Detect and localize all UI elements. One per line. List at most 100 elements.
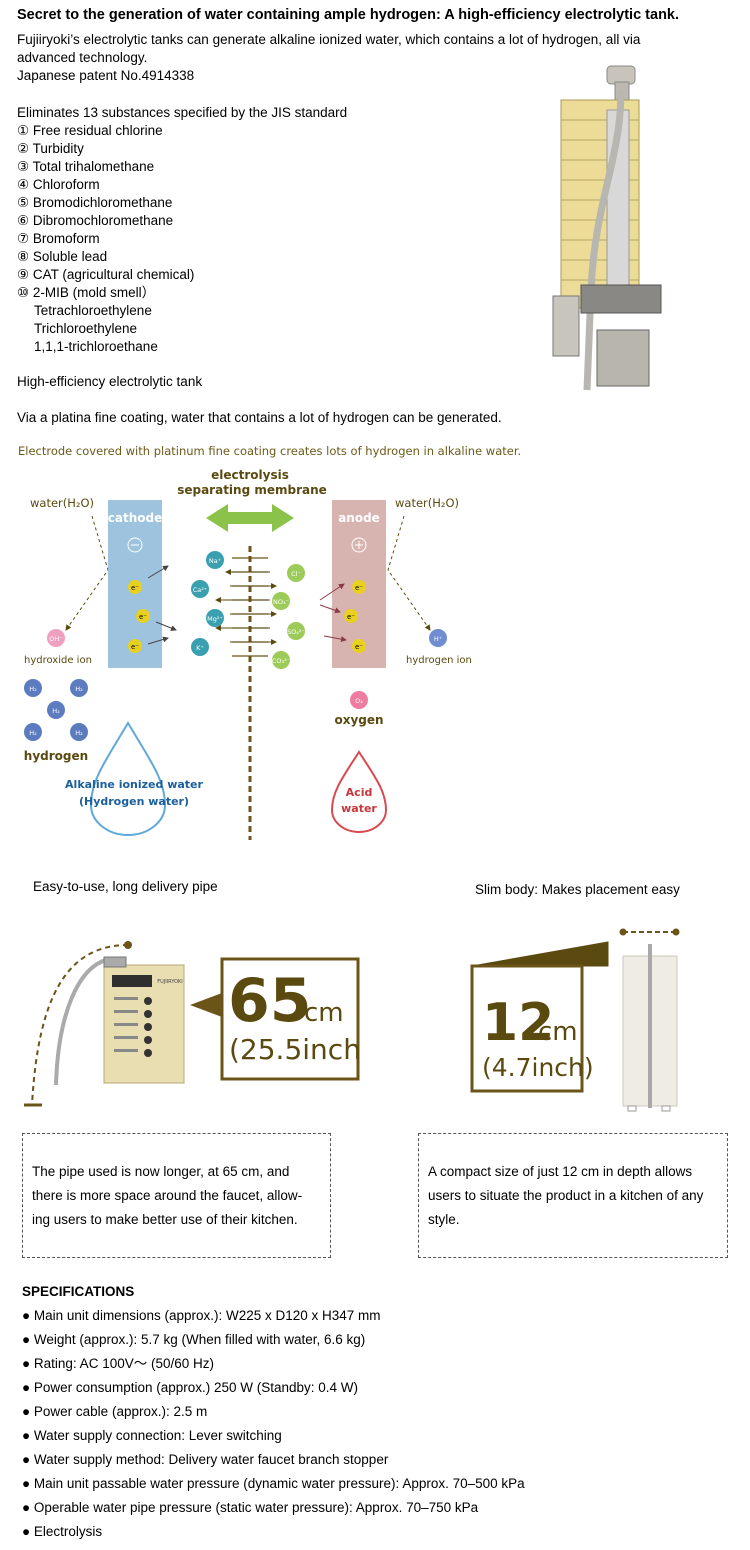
list-item: ⑨ CAT (agricultural chemical)	[17, 267, 195, 282]
list-item: ⑥ Dibromochloromethane	[17, 213, 174, 228]
water-label: water(H₂O)	[395, 496, 459, 510]
depth-callout	[470, 964, 584, 1093]
intro-line: advanced technology.	[17, 50, 148, 65]
h2-molecule: H₂	[75, 729, 83, 737]
list-sub-item: Tetrachloroethylene	[34, 303, 152, 318]
anion: CO₃²⁻	[272, 657, 290, 665]
alkaline-water-label: (Hydrogen water)	[79, 795, 189, 808]
h2-molecule: H₂	[75, 685, 83, 693]
alkaline-water-drop-icon	[89, 721, 167, 837]
plus-icon	[351, 537, 367, 553]
h2-molecule: H₂	[52, 707, 60, 715]
pipe-caption: Easy-to-use, long delivery pipe	[33, 879, 218, 894]
spec-item: ● Main unit dimensions (approx.): W225 x…	[22, 1308, 381, 1323]
oxygen-symbol: O₂	[355, 697, 363, 705]
membrane-label: electrolysis	[211, 468, 289, 482]
electrolytic-tank-illustration	[552, 65, 662, 391]
electron: e⁻	[139, 613, 147, 621]
acid-water-drop-icon	[330, 750, 388, 834]
spec-item: ● Power cable (approx.): 2.5 m	[22, 1404, 208, 1419]
electron: e⁻	[347, 613, 355, 621]
depth-value: 12	[482, 993, 554, 1053]
membrane-label: separating membrane	[177, 483, 327, 497]
description-line: style.	[428, 1212, 460, 1227]
hydroxide-ion-symbol: OH⁻	[49, 635, 62, 643]
slim-description-box: A compact size of just 12 cm in depth al…	[418, 1133, 728, 1258]
description-line: users to situate the product in a kitche…	[428, 1188, 704, 1203]
spec-item: ● Main unit passable water pressure (dyn…	[22, 1476, 525, 1491]
description-line: The pipe used is now longer, at 65 cm, a…	[32, 1164, 290, 1179]
hydrogen-ion-label: hydrogen ion	[406, 655, 472, 666]
acid-water-label: water	[341, 802, 377, 815]
pipe-length-callout	[220, 957, 360, 1081]
device-brand: FUJIIRYOKI	[157, 979, 183, 985]
electron: e⁻	[131, 643, 139, 651]
hydrogen-ion-symbol: H⁺	[434, 635, 442, 643]
list-sub-item: Trichloroethylene	[34, 321, 138, 336]
pipe-description-box: The pipe used is now longer, at 65 cm, a…	[22, 1133, 331, 1258]
double-arrow-icon	[206, 504, 294, 532]
electrolysis-diagram: electrolysis separating membrane water(H…	[24, 468, 472, 840]
specs-heading: SPECIFICATIONS	[22, 1284, 135, 1299]
specifications: SPECIFICATIONS ● Main unit dimensions (a…	[22, 1280, 525, 1544]
depth-inch: (4.7inch)	[482, 1053, 594, 1082]
h2-molecule: H₂	[29, 685, 37, 693]
anion: Cl⁻	[291, 570, 301, 578]
spec-item: ● Water supply method: Delivery water fa…	[22, 1452, 389, 1467]
tank-text: Via a platina fine coating, water that c…	[17, 410, 502, 425]
pipe-length-inch: (25.5inch)	[229, 1033, 363, 1066]
hydroxide-ion-label: hydroxide ion	[24, 655, 92, 666]
list-sub-item: 1,1,1-trichloroethane	[34, 339, 158, 354]
intro-line: Fujiiryoki’s electrolytic tanks can gene…	[17, 32, 641, 47]
spec-item: ● Electrolysis	[22, 1524, 103, 1539]
alkaline-water-label: Alkaline ionized water	[65, 778, 203, 791]
anode-label: anode	[338, 511, 380, 525]
hydrogen-label: hydrogen	[24, 749, 88, 763]
tank-heading: High-efficiency electrolytic tank	[17, 374, 203, 389]
anion: NO₃⁻	[273, 598, 289, 606]
diagram-caption: Electrode covered with platinum fine coa…	[18, 444, 522, 458]
spec-item: ● Operable water pipe pressure (static w…	[22, 1500, 479, 1515]
list-item: ② Turbidity	[17, 141, 84, 156]
list-item: ⑩ 2-MIB (mold smell）	[17, 285, 156, 300]
list-item: ⑦ Bromoform	[17, 231, 100, 246]
hydroxide-ion-icon	[47, 629, 65, 647]
substances-heading: Eliminates 13 substances specified by th…	[17, 105, 348, 120]
description-line: ing users to make better use of their ki…	[32, 1212, 298, 1227]
h2-molecule: H₂	[29, 729, 37, 737]
cation: Mg²⁺	[207, 615, 223, 623]
oxygen-icon	[350, 691, 368, 709]
list-item: ⑧ Soluble lead	[17, 249, 108, 264]
acid-water-label: Acid	[346, 786, 373, 799]
cathode-label: cathode	[108, 511, 162, 525]
spec-item: ● Rating: AC 100V～ (50/60 Hz)	[22, 1356, 214, 1371]
electron: e⁻	[131, 584, 139, 592]
substances-list: Eliminates 13 substances specified by th…	[17, 104, 347, 356]
water-label: water(H₂O)	[30, 496, 94, 510]
description-line: A compact size of just 12 cm in depth al…	[428, 1164, 693, 1179]
electron: e⁻	[355, 584, 363, 592]
description-line: there is more space around the faucet, a…	[32, 1188, 303, 1203]
page-title: Secret to the generation of water contai…	[17, 7, 680, 23]
spec-item: ● Power consumption (approx.) 250 W (Sta…	[22, 1380, 359, 1395]
electron: e⁻	[355, 643, 363, 651]
oxygen-label: oxygen	[334, 713, 383, 727]
spec-item: ● Weight (approx.): 5.7 kg (When filled …	[22, 1332, 366, 1347]
cation: Na⁺	[209, 557, 221, 565]
list-item: ④ Chloroform	[17, 177, 100, 192]
list-item: ① Free residual chlorine	[17, 123, 163, 138]
list-item: ⑤ Bromodichloromethane	[17, 195, 173, 210]
hydrogen-ion-icon	[429, 629, 447, 647]
depth-unit: cm	[538, 1017, 578, 1047]
intro-text: Fujiiryoki’s electrolytic tanks can gene…	[17, 31, 641, 85]
cation: K⁺	[196, 644, 204, 652]
minus-icon	[127, 537, 143, 553]
anion: SO₄²⁻	[287, 628, 305, 636]
pipe-length-value: 65	[228, 966, 312, 1036]
pipe-illustration: FUJIIRYOKI 65 cm (25.5inch)	[24, 941, 363, 1107]
pipe-length-unit: cm	[304, 998, 344, 1028]
cation: Ca²⁺	[193, 586, 208, 594]
patent-number: Japanese patent No.4914338	[17, 68, 195, 83]
spec-item: ● Water supply connection: Lever switchi…	[22, 1428, 282, 1443]
list-item: ③ Total trihalomethane	[17, 159, 155, 174]
